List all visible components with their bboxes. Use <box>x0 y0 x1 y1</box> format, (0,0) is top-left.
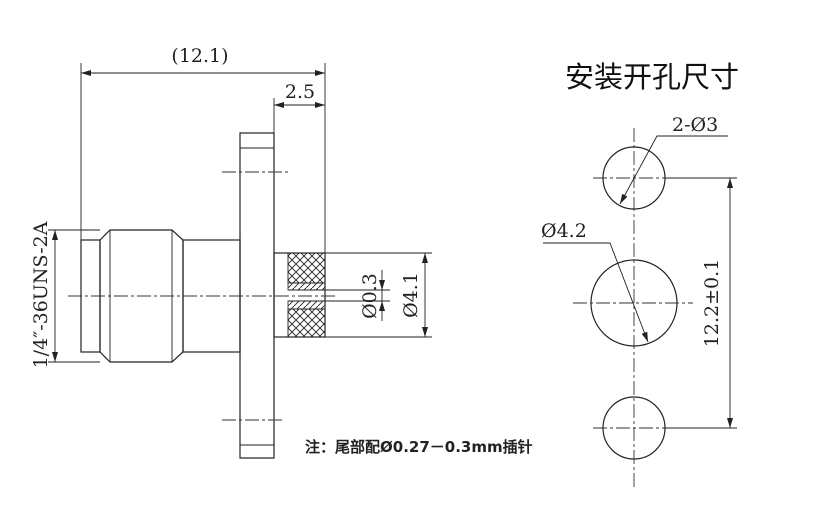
drawing-title: 安装开孔尺寸 <box>565 60 739 94</box>
pin-diameter-label: Ø0.3 <box>359 273 381 319</box>
thread-label: 1/4″-36UNS-2A <box>30 221 52 368</box>
hole-spacing-label: 12.2±0.1 <box>701 259 723 347</box>
center-hole-leader <box>543 242 649 343</box>
rear-length-label: 2.5 <box>285 81 315 103</box>
mount-hole-leader <box>619 135 728 205</box>
insulator-hatch <box>287 308 326 338</box>
center-hole-label: Ø4.2 <box>541 220 587 242</box>
mount-hole-label: 2-Ø3 <box>672 114 718 136</box>
rear-diameter-label: Ø4.1 <box>400 272 422 318</box>
flange <box>239 132 275 459</box>
note-text: 注：尾部配Ø0.27－0.3mm插针 <box>305 438 533 456</box>
overall-length-label: (12.1) <box>171 45 228 67</box>
panel-cutout-view: 12.2±0.1 2-Ø3 Ø4.2 <box>541 114 737 488</box>
connector-side-view: (12.1) 2.5 Ø0.3 Ø4.1 <box>30 45 432 459</box>
insulator-hatch <box>287 252 326 284</box>
